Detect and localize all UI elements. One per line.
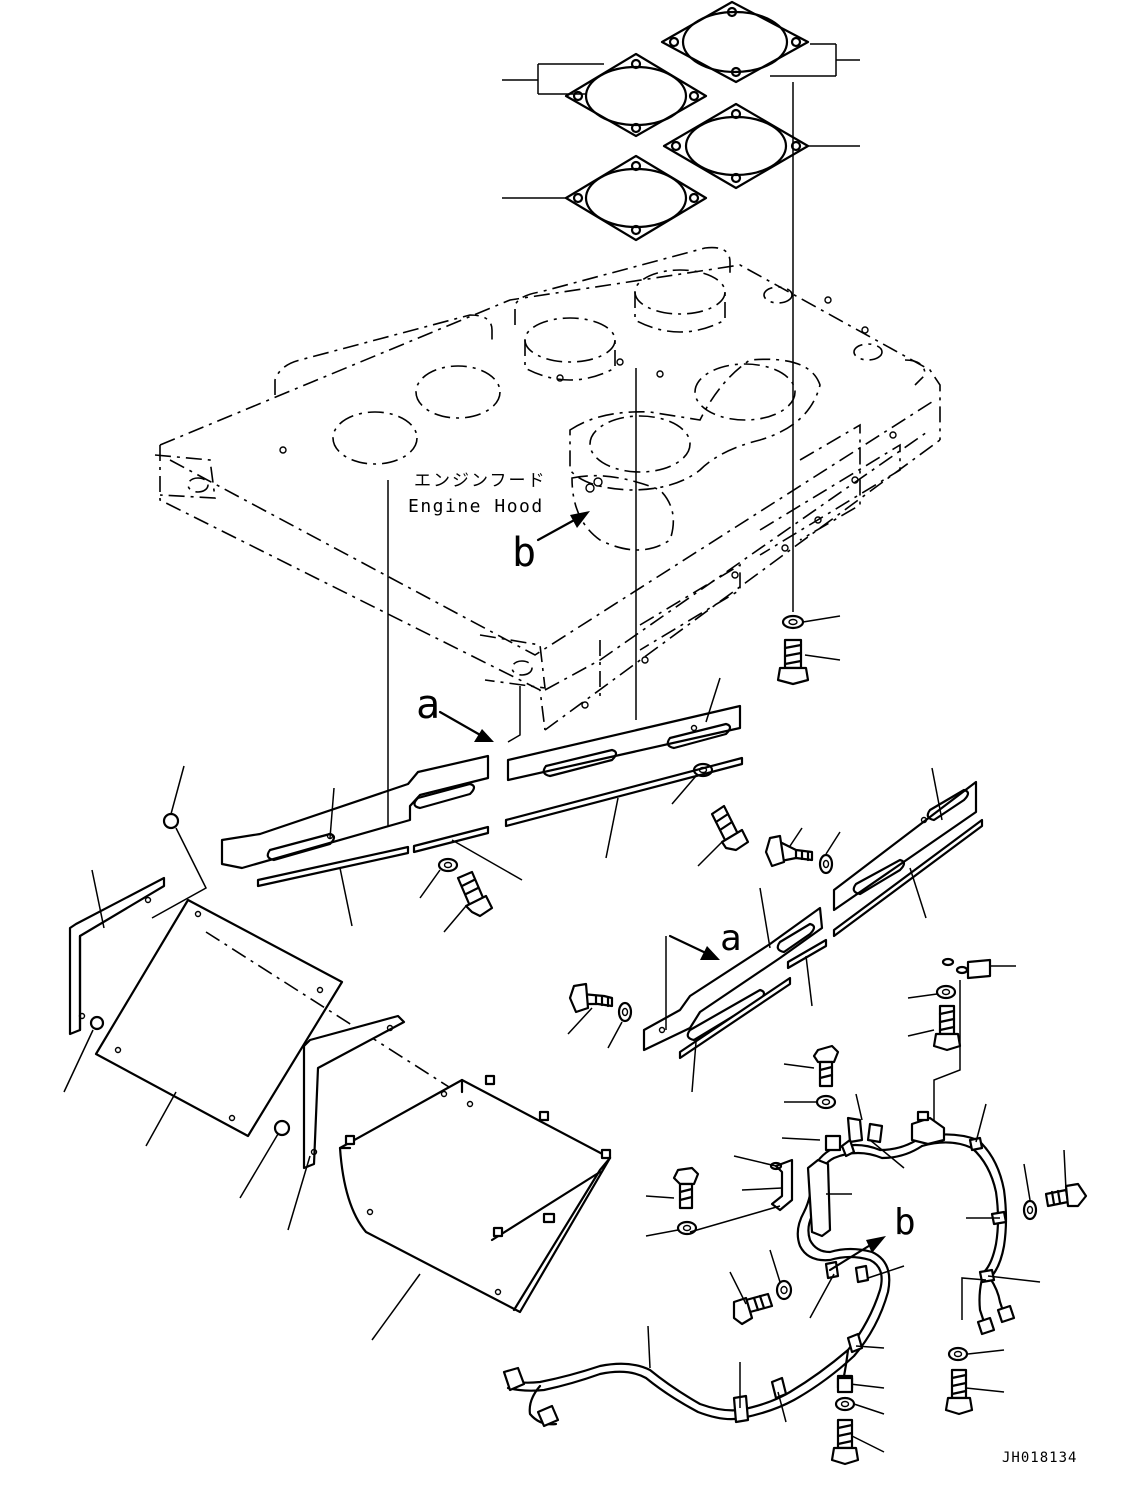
- washer-plate-left: [437, 857, 459, 873]
- grommet-left: [89, 1015, 105, 1031]
- washer-bottom: [834, 1396, 856, 1412]
- bolt-plate-left: [456, 870, 494, 918]
- seal-strip-middle: [504, 756, 744, 828]
- plate-middle: [506, 704, 742, 782]
- gasket-middle-right: [662, 102, 810, 190]
- seal-strip-right-upper: [832, 818, 984, 938]
- seal-strip-left: [256, 825, 490, 888]
- wiring-harness: [502, 1110, 1016, 1428]
- engine-hood: [154, 246, 941, 731]
- gasket-top-right: [660, 0, 810, 84]
- bolt-harness-bottom-right: [944, 1368, 974, 1416]
- view-label-b-upper: b: [512, 530, 536, 576]
- plate-left: [220, 754, 490, 870]
- bolt-bottom: [830, 1418, 860, 1466]
- gasket-leaders: [502, 43, 860, 612]
- view-arrow-a-upper: [438, 710, 494, 742]
- engine-hood-label-en: Engine Hood: [408, 496, 544, 517]
- washer-right-top: [818, 853, 834, 875]
- spacer-bottom: [836, 1376, 854, 1394]
- view-label-b-lower: b: [894, 1202, 916, 1243]
- washer-harness-bottom-right: [947, 1346, 969, 1362]
- side-panel-right: [302, 1014, 406, 1170]
- view-arrow-b-lower: [828, 1236, 886, 1272]
- bolt-harness-center: [812, 1044, 840, 1088]
- grommet-right: [273, 1119, 291, 1137]
- view-arrow-b-upper: [536, 511, 590, 542]
- bolt-harness-left: [672, 1166, 700, 1210]
- washer-harness-top: [935, 984, 957, 1000]
- bolt-harness-lower: [732, 1292, 774, 1326]
- washer-harness-left: [676, 1220, 698, 1236]
- engine-hood-label-jp: エンジンフード: [414, 471, 547, 491]
- bolt-hood-right: [776, 638, 810, 686]
- harness-connector-top: [941, 957, 992, 980]
- grommet-top-left: [162, 812, 180, 830]
- side-panel-left: [68, 876, 166, 1036]
- cover-tray: [338, 1074, 612, 1314]
- gasket-top-left: [564, 52, 708, 138]
- washer-right-lower: [617, 1001, 633, 1023]
- view-label-a-upper: a: [416, 682, 440, 728]
- view-arrow-a-lower: [668, 934, 720, 960]
- washer-hood-right: [781, 614, 805, 630]
- washer-plate-middle: [692, 762, 714, 778]
- bolt-plate-middle: [710, 804, 750, 852]
- seal-strip-right-lower: [678, 938, 828, 1060]
- bottom-panel-left: [94, 898, 344, 1138]
- bolt-right-top: [764, 834, 814, 868]
- bolt-harness-top: [932, 1004, 962, 1052]
- bolt-harness-right: [1044, 1182, 1088, 1208]
- washer-harness-right: [1022, 1199, 1038, 1221]
- washer-harness-center: [815, 1094, 837, 1110]
- harness-leaders: [647, 1093, 1041, 1423]
- washer-harness-lower: [775, 1279, 793, 1301]
- bolt-right-lower: [568, 982, 614, 1014]
- gasket-bottom-left: [564, 154, 708, 242]
- view-label-a-lower: a: [720, 918, 742, 959]
- drawing-number: JH018134: [1002, 1450, 1077, 1466]
